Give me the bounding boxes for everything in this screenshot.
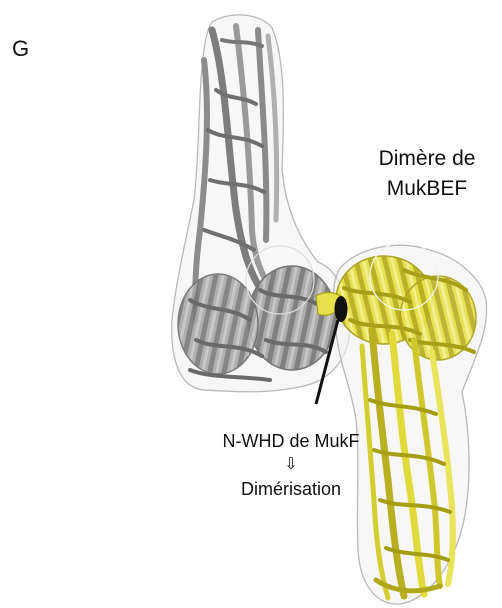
down-arrow-icon: ⇩	[196, 454, 386, 476]
note-line-1: N-WHD de MukF	[196, 428, 386, 454]
annotation-nwhd: N-WHD de MukF ⇩ Dimérisation	[196, 428, 386, 502]
note-line-2: Dimérisation	[196, 476, 386, 502]
dimerization-interface-marker	[335, 296, 348, 322]
